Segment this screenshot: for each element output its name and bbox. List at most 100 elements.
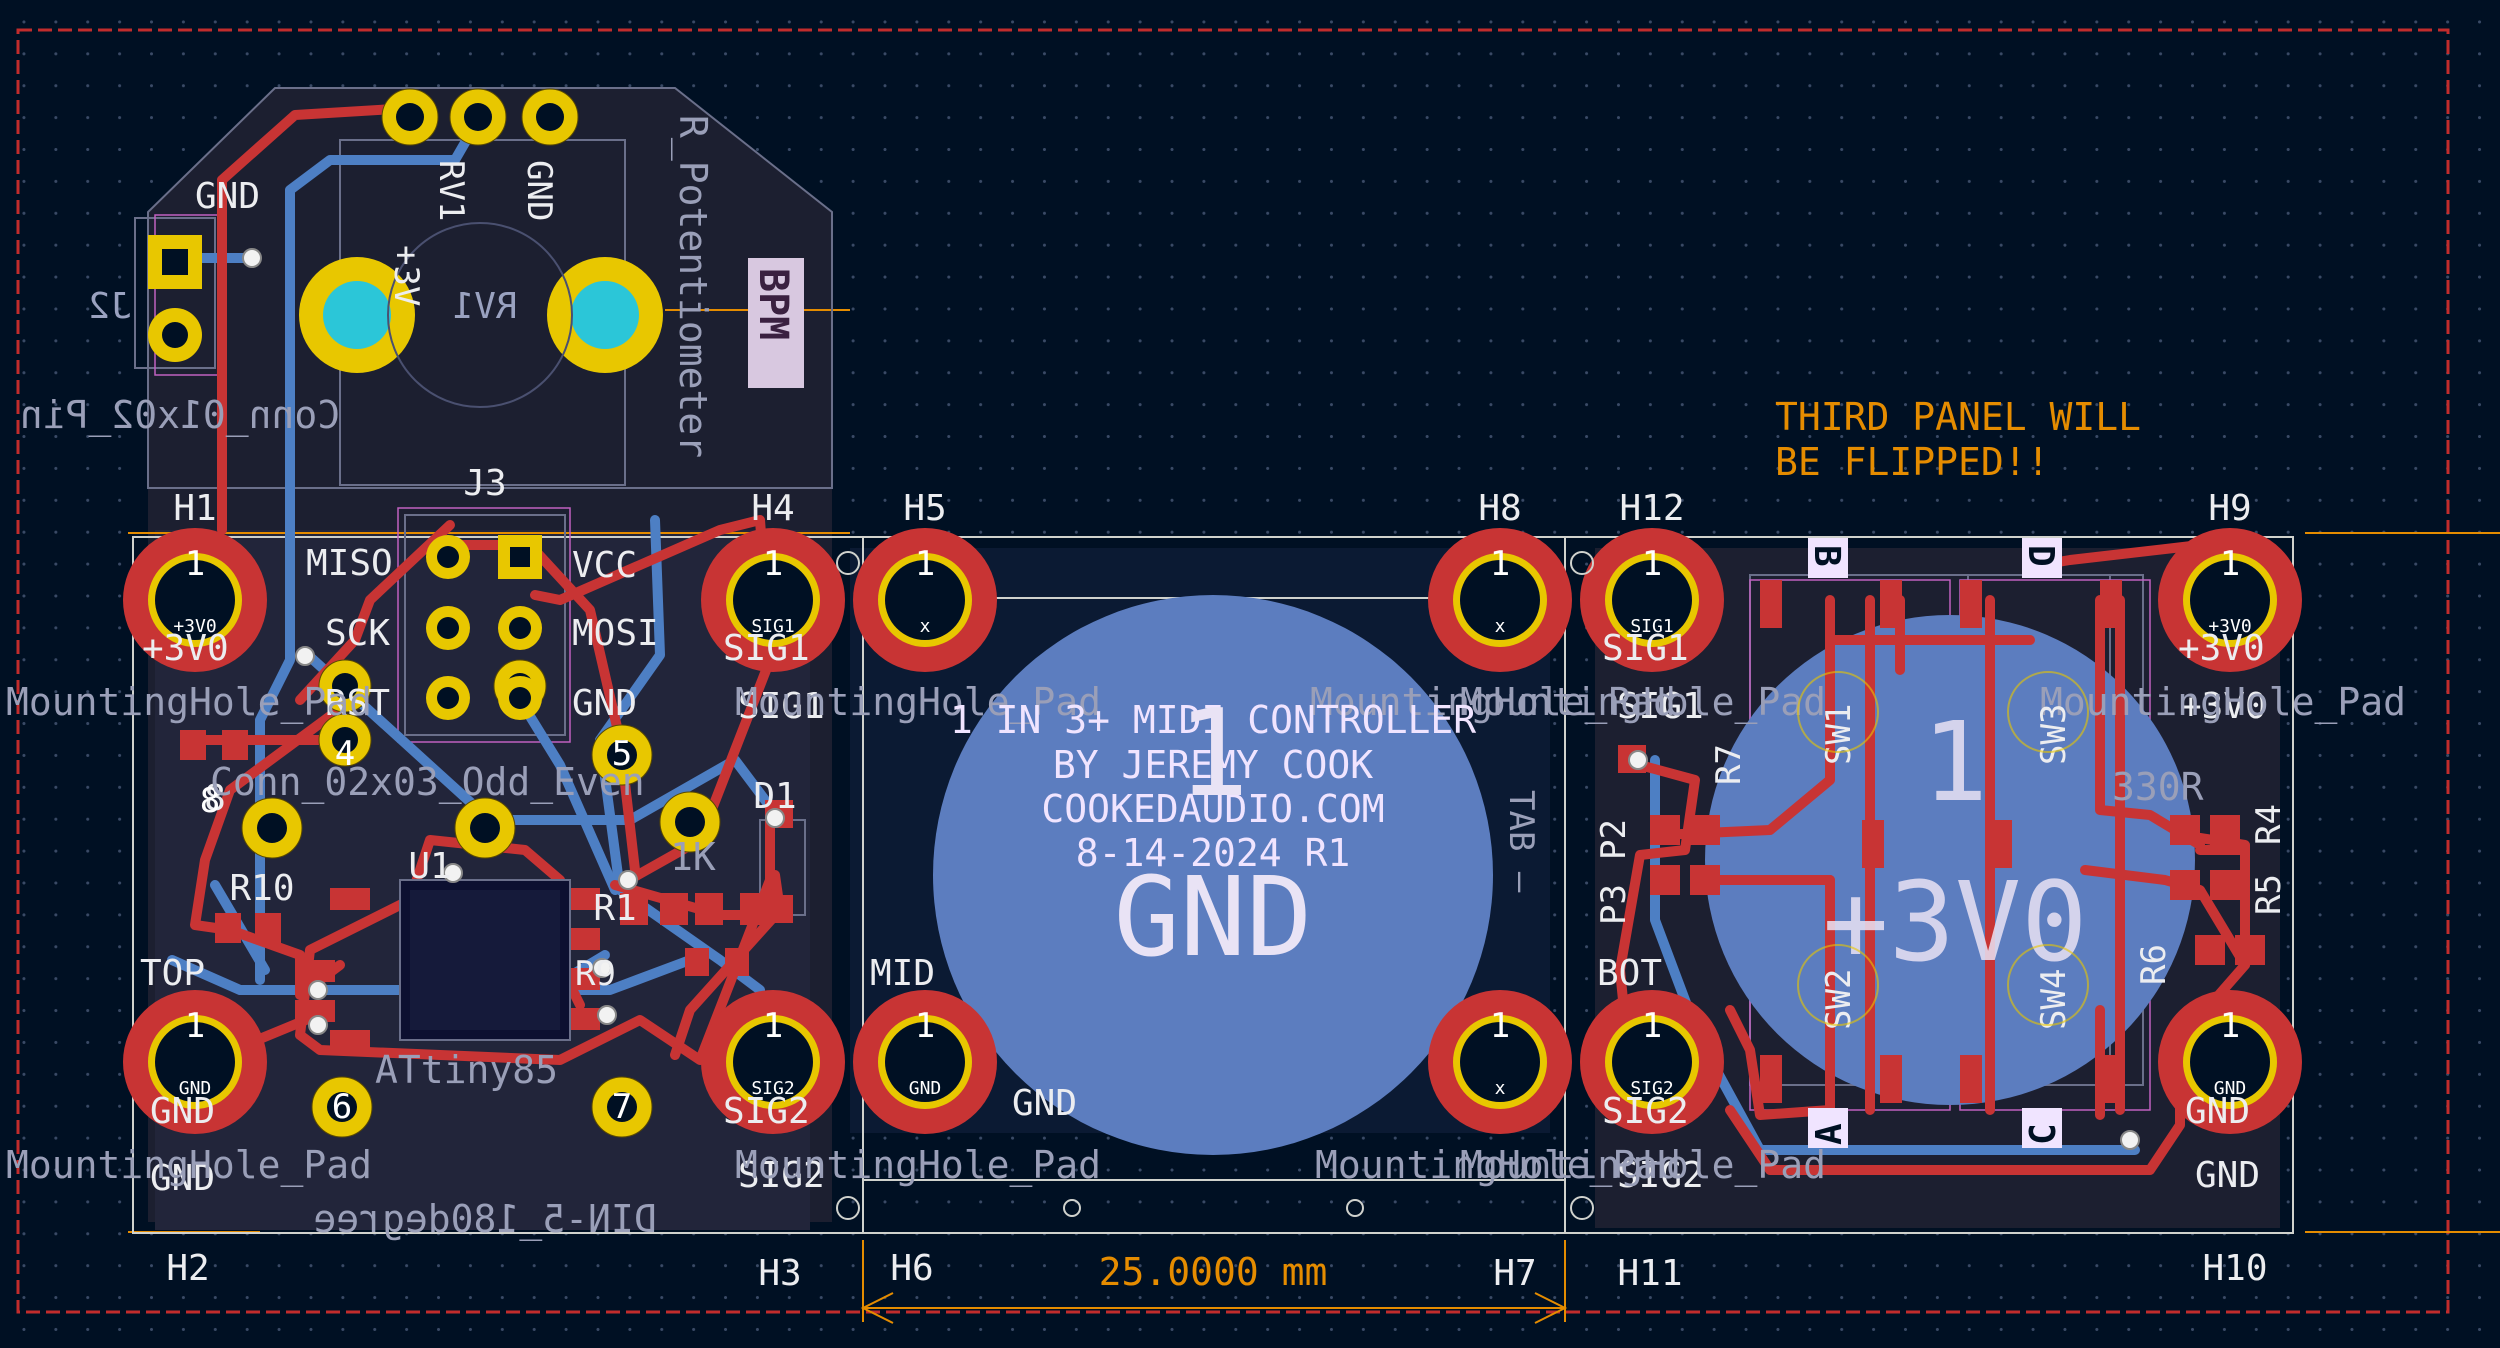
ref-r1: R1 — [593, 888, 636, 929]
silk-plus3v: +3V — [386, 245, 426, 306]
ref-r7: R7 — [1709, 744, 1749, 785]
pad-net-labels: +3V0 SIG1 x x SIG1 +3V0 GND SIG2 GND x S… — [173, 616, 2251, 1099]
svg-text:1: 1 — [915, 1006, 935, 1046]
svg-text:1: 1 — [763, 1006, 783, 1046]
silk-mosi: MOSI — [572, 613, 659, 654]
silk-rst: RST — [325, 683, 390, 724]
mounting-hole-h6[interactable] — [853, 990, 997, 1134]
mounting-hole-h12[interactable] — [1580, 528, 1724, 672]
svg-text:SIG1: SIG1 — [1630, 616, 1673, 637]
svg-text:C: C — [2023, 1123, 2064, 1145]
silk-rv1-r: RV1 — [431, 160, 471, 221]
ref-h6: H6 — [890, 1248, 933, 1289]
svg-text:1: 1 — [185, 1006, 205, 1046]
svg-text:D: D — [2020, 545, 2061, 567]
silk-sig2-h11: SIG2 — [1602, 1091, 1689, 1132]
silk-miso: MISO — [306, 543, 393, 584]
silk-bot: BOT — [1597, 953, 1662, 994]
ref-r9: R9 — [575, 954, 616, 994]
silk-p3: P3 — [1594, 884, 1634, 925]
mounting-hole-h5[interactable] — [853, 528, 997, 672]
silk-sig1-c: SIG1 — [1617, 686, 1704, 727]
ref-j3: J3 — [463, 463, 506, 504]
silk-sig2-c: SIG2 — [1617, 1155, 1704, 1196]
mounting-hole-h9[interactable] — [2158, 528, 2302, 672]
svg-text:SIG2: SIG2 — [1630, 1078, 1673, 1099]
pour-label-gnd: GND — [1114, 853, 1313, 981]
ref-sw1: SW1 — [1819, 704, 1859, 765]
switch-circles — [1797, 671, 2089, 1026]
board-text-line4: 8-14-2024 R1 — [1076, 831, 1351, 875]
mounting-hole-h2[interactable] — [123, 990, 267, 1134]
switch-corner-letter-text: B D A C — [1806, 545, 2064, 1145]
dimension-line[interactable] — [860, 1240, 1568, 1324]
fab-mountinghole-h7: MountingHole_Pad — [1315, 1143, 1681, 1188]
svg-text:x: x — [1495, 616, 1506, 637]
ref-sw2: SW2 — [1819, 969, 1859, 1030]
pot-shaft-outline — [387, 222, 573, 408]
switch-labels: SW1 SW3 SW2 SW4 R7 R4 R5 R6 R9 P3 P2 — [575, 704, 2289, 1030]
silk-sig1-b: SIG1 — [738, 686, 825, 727]
silk-vcc: VCC — [572, 545, 637, 586]
svg-text:1: 1 — [763, 544, 783, 584]
dimension-label: 25.0000 mm — [1099, 1250, 1328, 1294]
pot-mount-hole-right[interactable] — [547, 257, 663, 373]
silk-gnd-h2b: GND — [150, 1158, 215, 1199]
mounting-hole-h10[interactable] — [2158, 990, 2302, 1134]
note-line1: THIRD PANEL WILL — [1775, 395, 2141, 439]
ref-h8: H8 — [1478, 488, 1521, 529]
fab-potentiometer: R_Potentiometer — [670, 115, 715, 458]
svg-text:6: 6 — [332, 1087, 352, 1127]
fab-mountinghole-h6: MountingHole_Pad — [735, 1143, 1101, 1188]
fab-mountinghole-h2: MountingHole_Pad — [6, 1143, 372, 1188]
silk-sig2-h3: SIG2 — [723, 1091, 810, 1132]
mounting-hole-h3[interactable] — [701, 990, 845, 1134]
ref-labels: H1 H4 H5 H8 H12 H9 H2 H3 H6 H7 H11 H10 J… — [166, 463, 2267, 1294]
svg-text:4: 4 — [335, 734, 355, 774]
ref-j2: J2 — [88, 286, 131, 327]
pour-label-one: 1 — [1177, 685, 1249, 824]
header-j3-pads — [426, 535, 542, 720]
mounting-hole-h8[interactable] — [1428, 528, 1572, 672]
pour-label-one-right: 1 — [1922, 698, 1988, 826]
svg-text:A: A — [1809, 1123, 1850, 1145]
fab-conn-pin: Conn_01x02_Pin — [20, 393, 340, 438]
fab-mountinghole-h8: MountingHole_Pad — [1310, 680, 1676, 725]
ref-rv1: RV1 — [452, 286, 517, 327]
ref-h12: H12 — [1619, 488, 1684, 529]
pot-mount-hole-left[interactable] — [299, 257, 415, 373]
mounting-hole-h4[interactable] — [701, 528, 845, 672]
board-text-line1: 1 IN 3+ MIDI CONTROLLER — [950, 698, 1476, 742]
silk-gnd-j2: GND — [195, 176, 260, 217]
svg-text:GND: GND — [2214, 1078, 2247, 1099]
silk-3v0-h9: +3V0 — [2178, 628, 2265, 669]
fab-mountinghole-h1: MountingHole_Pad — [6, 680, 372, 725]
ref-r10: R10 — [229, 868, 294, 909]
fab-din: DIN-5_180degree — [313, 1197, 656, 1242]
ref-r4: R4 — [2249, 804, 2289, 845]
silk-3v0-b: +3V0 — [2180, 686, 2267, 727]
silk-sig1-h12: SIG1 — [1602, 628, 1689, 669]
fab-mountinghole-h5: MountingHole_Pad — [735, 680, 1101, 725]
ref-h7: H7 — [1493, 1253, 1536, 1294]
page-border — [16, 28, 2450, 1314]
svg-text:1: 1 — [1490, 1006, 1510, 1046]
ref-r5: R5 — [2249, 874, 2289, 915]
npth-holes — [836, 551, 1594, 1220]
pad-numbers: 1 1 1 1 1 1 1 1 1 1 1 1 4 5 6 7 8 — [185, 544, 2240, 1127]
ref-r6: R6 — [2134, 944, 2174, 985]
ref-h5: H5 — [903, 488, 946, 529]
mounting-hole-h7[interactable] — [1428, 990, 1572, 1134]
mounting-hole-h11[interactable] — [1580, 990, 1724, 1134]
ic-u1 — [399, 879, 571, 1041]
mounting-hole-h1[interactable] — [123, 528, 267, 672]
silk-3v0-h1: +3V0 — [142, 628, 229, 669]
conn-j2-pads — [148, 235, 202, 362]
svg-text:B: B — [1806, 545, 1847, 567]
silk-tab: TAB – — [1501, 790, 1541, 893]
ref-h3: H3 — [758, 1253, 801, 1294]
svg-text:GND: GND — [179, 1078, 212, 1099]
svg-text:1: 1 — [1642, 1006, 1662, 1046]
